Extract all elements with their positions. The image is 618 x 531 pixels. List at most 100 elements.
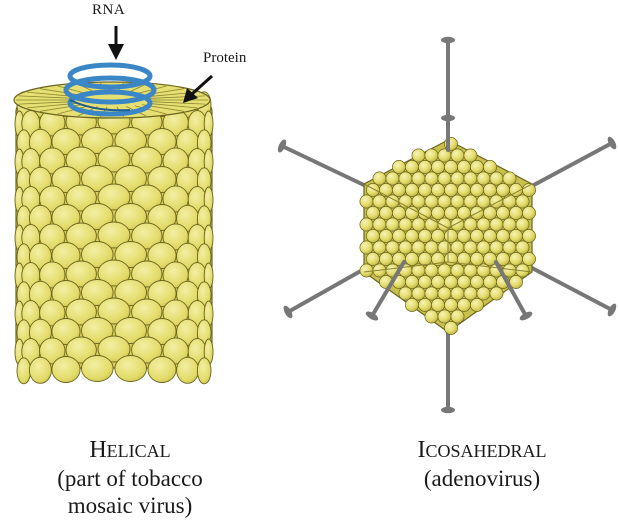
capsomere [451, 195, 464, 208]
protein-subunit [177, 357, 199, 383]
capsomere [431, 183, 444, 196]
helical-caption-line1: (part of tobacco [20, 465, 240, 492]
capsomere [464, 241, 477, 254]
capsomere [470, 275, 483, 288]
capsomere [477, 172, 490, 185]
capsomere [405, 252, 418, 265]
capsomere [483, 160, 496, 173]
capsomere [496, 183, 509, 196]
capsomere [444, 252, 457, 265]
capsomere [438, 218, 451, 231]
icosahedral-caption-line1: (adenovirus) [372, 465, 592, 492]
capsomere [451, 287, 464, 300]
capsomere [490, 172, 503, 185]
capsomere [431, 229, 444, 242]
capsomere [503, 218, 516, 231]
capsomere [509, 252, 522, 265]
capsomere [366, 252, 379, 265]
capsomere [470, 183, 483, 196]
capsomere [470, 229, 483, 242]
capsomere [412, 149, 425, 162]
capsomere [418, 252, 431, 265]
capsomere [379, 229, 392, 242]
capsomere [438, 310, 451, 323]
capsomere [444, 206, 457, 219]
capsomere [464, 172, 477, 185]
capsomere [490, 195, 503, 208]
capsomere [425, 241, 438, 254]
capsomere [431, 298, 444, 311]
capsomere [360, 195, 373, 208]
capsomere [412, 287, 425, 300]
icosahedral-title: ICOSAHEDRAL [372, 436, 592, 465]
capsomere [444, 183, 457, 196]
capsomere [464, 218, 477, 231]
capsomere [379, 183, 392, 196]
capsomere [412, 172, 425, 185]
capsomere [392, 229, 405, 242]
capsomere [360, 241, 373, 254]
capsomere [438, 287, 451, 300]
capsomere [373, 172, 386, 185]
capsomere [373, 195, 386, 208]
capsomere [503, 241, 516, 254]
capsomere [457, 229, 470, 242]
capsomere [464, 195, 477, 208]
capsomere [418, 298, 431, 311]
capsomere [496, 229, 509, 242]
capsomere [431, 160, 444, 173]
capsomere [386, 218, 399, 231]
helical-virus-illustration [14, 26, 213, 384]
capsomere [373, 218, 386, 231]
capsomere [405, 229, 418, 242]
capsomere [509, 206, 522, 219]
capsomere [392, 183, 405, 196]
capsomere [405, 206, 418, 219]
capsomere [516, 218, 529, 231]
protein-subunit [197, 358, 211, 384]
capsomere [418, 229, 431, 242]
helical-title: HELICAL [20, 436, 240, 465]
capsomere [366, 229, 379, 242]
capsomere [522, 206, 535, 219]
capsomere [490, 218, 503, 231]
capsomere [444, 160, 457, 173]
capsomere [483, 275, 496, 288]
capsomere [366, 183, 379, 196]
capsomere [412, 241, 425, 254]
capsomere [470, 298, 483, 311]
capsomere [392, 160, 405, 173]
capsomere [399, 218, 412, 231]
capsomere [438, 195, 451, 208]
capsomere [405, 298, 418, 311]
capsomere [516, 241, 529, 254]
capsomere [470, 252, 483, 265]
protein-subunit [82, 356, 114, 382]
capsomere [399, 241, 412, 254]
capsomere [412, 218, 425, 231]
capsomere [373, 241, 386, 254]
capsomere [412, 195, 425, 208]
helical-caption: HELICAL (part of tobacco mosaic virus) [20, 436, 240, 519]
capsomere [464, 149, 477, 162]
capsomere [431, 275, 444, 288]
helical-caption-line2: mosaic virus) [20, 492, 240, 519]
capsomere [360, 218, 373, 231]
capsomere [425, 264, 438, 277]
capsomere [360, 264, 373, 277]
icosahedral-virus-illustration [276, 37, 618, 413]
capsomere [418, 160, 431, 173]
capsomere [444, 229, 457, 242]
capsomere [522, 252, 535, 265]
capsomere [470, 160, 483, 173]
capsomere [490, 287, 503, 300]
capsomere [451, 241, 464, 254]
capsomere [386, 172, 399, 185]
capsomere [457, 275, 470, 288]
capsomere [503, 172, 516, 185]
capsomere [477, 218, 490, 231]
protein-subunit [148, 357, 176, 383]
capsomere [444, 321, 457, 334]
capsomere [425, 195, 438, 208]
capsomere [379, 206, 392, 219]
